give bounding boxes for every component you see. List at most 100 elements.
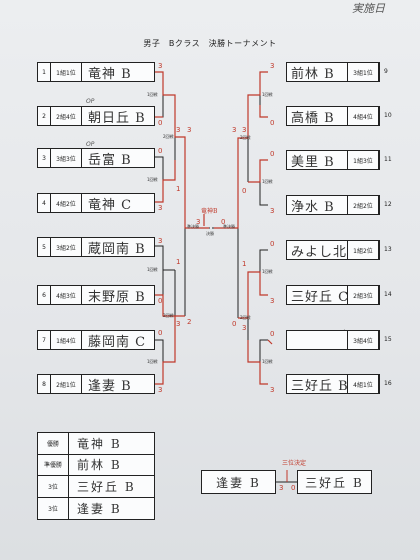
- team-name: 前林 B: [291, 66, 335, 82]
- round-label: 1回戦: [147, 177, 158, 182]
- score: 3: [279, 484, 284, 492]
- group-rank: 1組2位: [347, 241, 379, 259]
- team-name: 朝日丘 B: [88, 110, 146, 126]
- score: 0: [242, 187, 247, 195]
- seed-number: 8: [38, 375, 51, 393]
- group-rank: 4組1位: [347, 375, 379, 393]
- round-label: 1回戦: [262, 179, 273, 184]
- seed-number: 1: [38, 63, 51, 81]
- team-name: 竜神 C: [88, 197, 133, 213]
- result-team: 竜神 B: [77, 436, 122, 451]
- results-table: 優勝 竜神 B 準優勝 前林 B 3位 三好丘 B 3位 逢妻 B: [37, 432, 155, 520]
- team-name: 蔵岡南 B: [88, 241, 146, 257]
- result-label: 優勝: [38, 433, 69, 454]
- result-label: 準優勝: [38, 454, 69, 475]
- score: 3: [158, 386, 163, 394]
- seed-number: 6: [38, 286, 51, 304]
- seed-number: 3: [38, 149, 51, 167]
- group-rank: 4組3位: [51, 286, 82, 304]
- round-label: 準決勝: [223, 224, 235, 229]
- team-name: 逢妻 B: [88, 378, 132, 394]
- round-label: 2回戦: [240, 315, 251, 320]
- left-team-5: 5 3組2位 蔵岡南 B: [37, 237, 155, 257]
- seed-number: 15: [384, 336, 392, 343]
- score: 3: [270, 62, 275, 70]
- left-team-2: 2 2組4位 朝日丘 B: [37, 106, 155, 126]
- group-rank: 3組2位: [51, 238, 82, 256]
- team-name: 三好丘 B: [291, 378, 347, 394]
- left-team-4: 4 4組2位 竜神 C: [37, 193, 155, 213]
- right-team-12: 浄水 B 2組2位: [286, 195, 380, 215]
- left-team-3: 3 3組3位 岳富 B: [37, 148, 155, 168]
- score: 0: [270, 330, 275, 338]
- seed-number: 14: [384, 291, 392, 298]
- round-label: 1回戦: [262, 269, 273, 274]
- seed-number: 10: [384, 112, 392, 119]
- score: 3: [196, 218, 201, 226]
- team-name: 藤岡南 C: [88, 334, 147, 350]
- group-rank: 3組3位: [51, 149, 82, 167]
- round-label: 1回戦: [262, 92, 273, 97]
- team-name: 岳富 B: [88, 152, 132, 168]
- group-rank: 1組4位: [51, 331, 82, 349]
- group-rank: 2組4位: [51, 107, 82, 125]
- result-team: 前林 B: [77, 458, 122, 473]
- team-name: 三好丘 C: [291, 289, 347, 305]
- round-label: 1回戦: [262, 359, 273, 364]
- team-name: 浄水 B: [291, 199, 335, 215]
- score: 3: [232, 126, 237, 134]
- score: 3: [176, 320, 181, 328]
- results-row-third-b: 3位 逢妻 B: [38, 497, 154, 519]
- score: 1: [176, 258, 181, 266]
- score: 0: [291, 484, 296, 492]
- team-name: [287, 331, 347, 349]
- champion-note: 竜神B: [201, 208, 218, 215]
- seed-number: 2: [38, 107, 51, 125]
- round-label: 準決勝: [187, 224, 199, 229]
- corner-note: 実施日: [352, 2, 385, 15]
- score: 3: [270, 207, 275, 215]
- page-title: 男子 Bクラス 決勝トーナメント: [143, 39, 277, 48]
- group-rank: 4組2位: [51, 194, 82, 212]
- round-label: 1回戦: [147, 267, 158, 272]
- group-rank: 2組3位: [347, 286, 379, 304]
- team-name: 末野原 B: [88, 289, 146, 305]
- score: 0: [158, 147, 163, 155]
- round-label: 2回戦: [240, 135, 251, 140]
- seed-number: 9: [384, 68, 388, 75]
- score: 3: [242, 126, 247, 134]
- op-mark: OP: [86, 98, 95, 105]
- left-team-6: 6 4組3位 末野原 B: [37, 285, 155, 305]
- score: 2: [187, 318, 192, 326]
- left-team-1: 1 1組1位 竜神 B: [37, 62, 155, 82]
- results-row-runner-up: 準優勝 前林 B: [38, 454, 154, 476]
- seed-number: 7: [38, 331, 51, 349]
- team-name: みよし北 B: [291, 244, 347, 260]
- seed-number: 13: [384, 246, 392, 253]
- seed-number: 4: [38, 194, 51, 212]
- third-place-label: 三位決定: [282, 460, 307, 467]
- score: 0: [158, 119, 163, 127]
- score: 3: [270, 297, 275, 305]
- seed-number: 11: [384, 156, 392, 163]
- results-row-champion: 優勝 竜神 B: [38, 433, 154, 455]
- team-name: 美里 B: [291, 154, 335, 170]
- score: 0: [270, 150, 275, 158]
- seed-number: 5: [38, 238, 51, 256]
- result-label: 3位: [38, 497, 69, 519]
- score: 3: [158, 204, 163, 212]
- round-label: 決勝: [206, 231, 214, 236]
- score: 3: [270, 386, 275, 394]
- score: 3: [158, 62, 163, 70]
- group-rank: 1組1位: [51, 63, 82, 81]
- left-team-7: 7 1組4位 藤岡南 C: [37, 330, 155, 350]
- score: 0: [158, 297, 163, 305]
- round-label: 1回戦: [147, 359, 158, 364]
- score: 3: [242, 324, 247, 332]
- score: 1: [242, 260, 247, 268]
- score: 0: [232, 320, 237, 328]
- score: 0: [270, 119, 275, 127]
- results-row-third-a: 3位 三好丘 B: [38, 476, 154, 498]
- score: 3: [158, 237, 163, 245]
- right-team-11: 美里 B 1組3位: [286, 150, 380, 170]
